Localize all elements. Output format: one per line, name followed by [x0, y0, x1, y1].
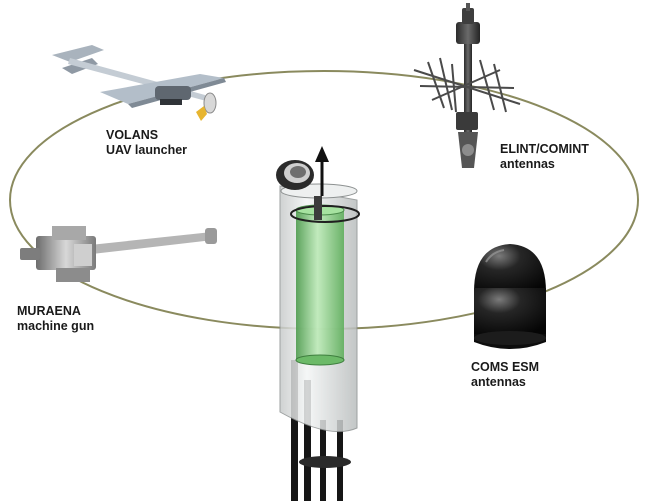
- label-elint-desc: antennas: [500, 157, 555, 171]
- label-muraena-desc: machine gun: [17, 319, 95, 333]
- uav-drone-icon: [52, 45, 226, 121]
- raise-arrow-icon: [315, 146, 329, 196]
- label-elint: ELINT/COMINT antennas: [500, 142, 589, 172]
- optronic-mast-icon: [279, 183, 360, 501]
- label-muraena-name: MURAENA: [17, 304, 81, 318]
- esm-dome-icon: [474, 244, 546, 349]
- elint-comint-antenna-icon: [413, 3, 521, 168]
- label-elint-name: ELINT/COMINT: [500, 142, 589, 156]
- label-coms-esm: COMS ESM antennas: [471, 360, 539, 390]
- label-coms-esm-desc: antennas: [471, 375, 526, 389]
- machine-gun-icon: [20, 226, 217, 282]
- label-muraena: MURAENA machine gun: [17, 304, 94, 334]
- label-volans-desc: UAV launcher: [106, 143, 188, 157]
- label-volans: VOLANS UAV launcher: [106, 128, 187, 158]
- label-volans-name: VOLANS: [106, 128, 159, 142]
- label-coms-esm-name: COMS ESM: [471, 360, 540, 374]
- periscope-head-icon: [276, 160, 314, 190]
